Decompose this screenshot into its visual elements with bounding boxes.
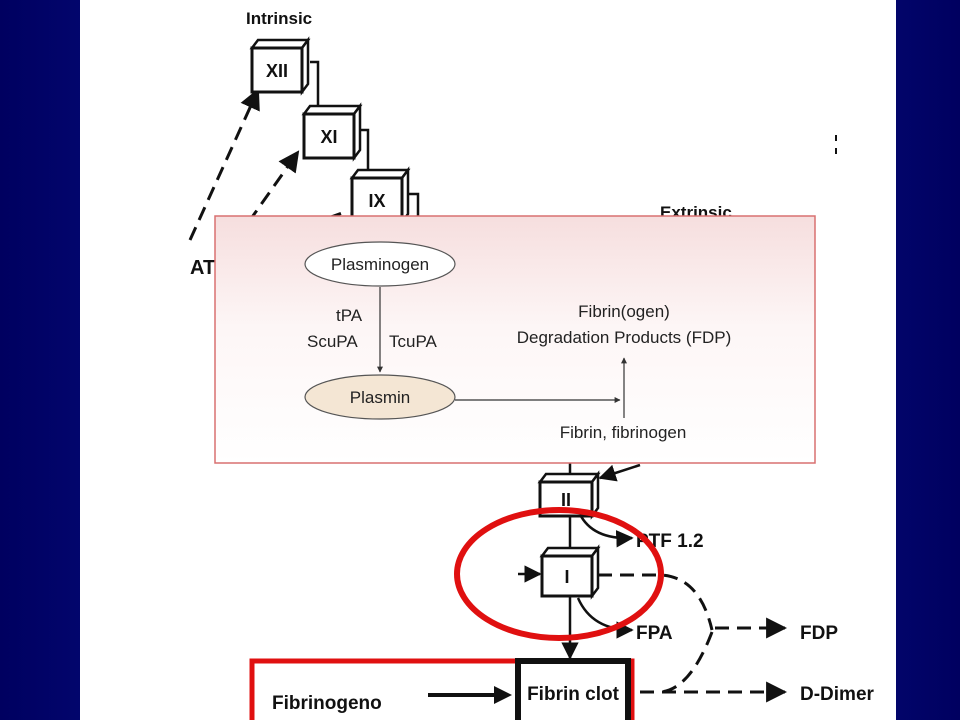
- factor-xi-box: XI: [301, 102, 363, 162]
- factor-xi-label: XI: [320, 127, 337, 147]
- fibrinogeno-callout: Fibrinogeno: [249, 658, 635, 720]
- fibrinogeno-label: Fibrinogeno: [272, 693, 382, 714]
- fdp-line1: Fibrin(ogen): [578, 302, 670, 321]
- fibrin-fibrinogen-label: Fibrin, fibrinogen: [560, 423, 687, 442]
- plasminogen-label: Plasminogen: [331, 255, 429, 274]
- tpa-label: tPA: [336, 306, 363, 325]
- scupa-label: ScuPA: [307, 332, 358, 351]
- fibrinogeno-arrowhead: [494, 686, 512, 704]
- fibrin-clot-box: Fibrin clot: [515, 658, 631, 720]
- plasmin-label: Plasmin: [350, 388, 410, 407]
- d-dimer-label: D-Dimer: [800, 684, 875, 705]
- plasmin-node: [304, 374, 456, 420]
- fibrin-clot-label: Fibrin clot: [527, 684, 620, 705]
- fibrinolysis-inset: Plasminogen tPA ScuPA TcuPA Plasmin Fibr…: [214, 215, 816, 464]
- tcupa-label: TcuPA: [389, 332, 438, 351]
- factor-ix-box: IX: [349, 166, 411, 226]
- factor-i-highlight-circle: [454, 507, 664, 641]
- intrinsic-label: Intrinsic: [246, 9, 312, 28]
- fpa-label: FPA: [636, 623, 673, 644]
- factor-i-box: I: [539, 544, 601, 600]
- factor-ix-label: IX: [368, 191, 385, 211]
- factor-ii-label: II: [561, 490, 571, 510]
- fibrinogeno-red-box: [249, 658, 635, 720]
- factor-i-label: I: [564, 567, 569, 587]
- at-label: AT: [190, 257, 215, 279]
- plasminogen-node: [304, 241, 456, 287]
- factor-xii-box: XII: [249, 36, 311, 96]
- fdp-label: FDP: [800, 623, 838, 644]
- fdp-line2: Degradation Products (FDP): [517, 328, 731, 347]
- factor-xii-label: XII: [266, 61, 288, 81]
